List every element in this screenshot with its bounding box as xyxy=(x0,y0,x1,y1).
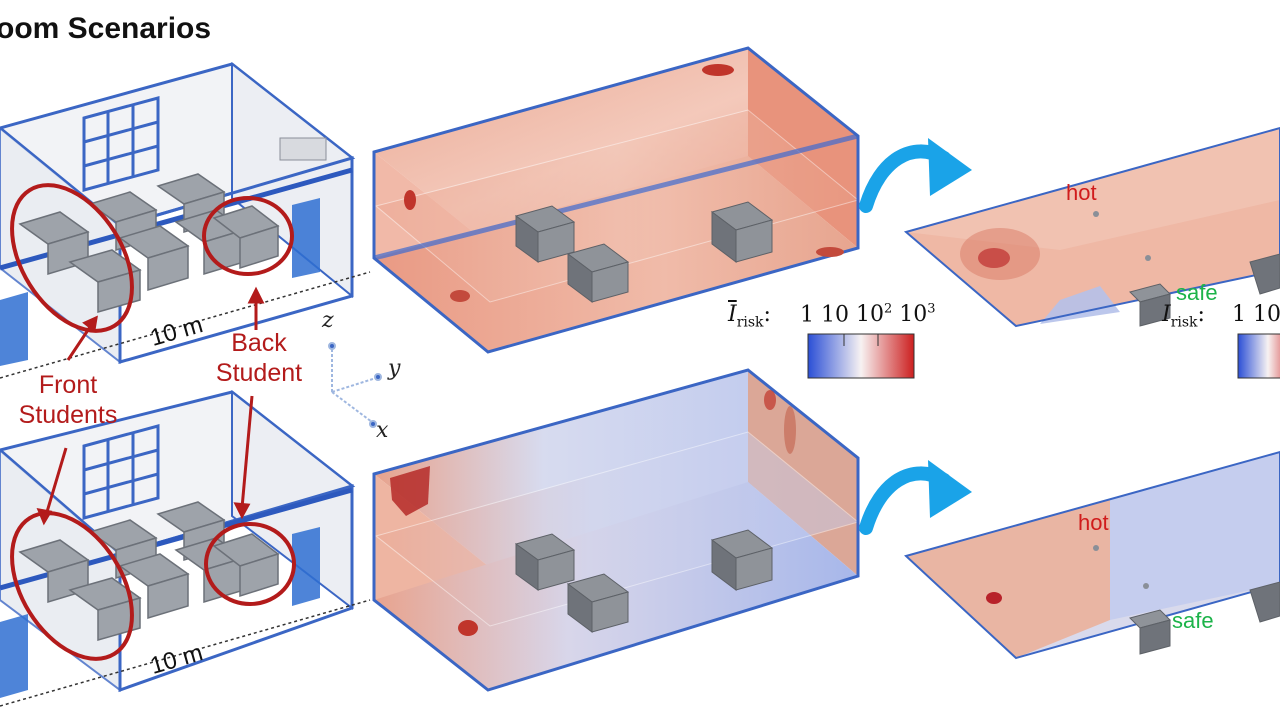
colorbar-right xyxy=(1237,333,1280,379)
colorbar-middle xyxy=(807,333,915,379)
cfd-room-bottom xyxy=(372,368,860,692)
annotation-arrows xyxy=(36,286,265,526)
legend-middle-symbol-letter: I xyxy=(728,302,737,327)
classroom-top-schematic xyxy=(0,61,371,379)
front-students-text: Front Students xyxy=(18,371,118,429)
legend-tick-1: 1 xyxy=(800,302,814,328)
axis-x-label: x xyxy=(376,418,389,443)
axis-z-label: z xyxy=(322,308,334,333)
axis-y-label: y xyxy=(388,356,401,381)
legend-tick-1000: 103 xyxy=(899,302,936,328)
front-students-label: Front Students xyxy=(14,370,122,430)
legend-middle-symbol: Irisk: xyxy=(728,302,771,331)
legend-right-symbol: Irisk: xyxy=(1162,302,1205,331)
desk-group-bottom xyxy=(18,501,280,641)
safe-label-bottom: safe xyxy=(1172,608,1214,633)
front-students-circle-top xyxy=(10,183,134,333)
hot-label-top: hot xyxy=(1066,180,1097,205)
legend-right-symbol-letter: I xyxy=(1162,302,1171,327)
cfd-desks-top xyxy=(514,201,774,303)
slice-plane-bottom xyxy=(904,450,1280,660)
curved-arrow-top xyxy=(859,138,972,213)
window-bottom xyxy=(82,424,160,520)
page-title: oom Scenarios xyxy=(0,12,212,45)
legend-right-ticks: 1 10 xyxy=(1232,302,1280,327)
window-top xyxy=(82,96,160,192)
legend-tick-10: 10 xyxy=(821,302,849,328)
slice-plane-top xyxy=(903,126,1280,328)
back-student-text: Back Student xyxy=(215,329,303,387)
back-student-circle-top xyxy=(202,196,294,276)
safe-label-top: safe xyxy=(1176,280,1218,305)
legend-right-subscript: risk xyxy=(1170,314,1198,331)
front-students-circle-bottom xyxy=(10,511,134,661)
back-student-circle-bottom xyxy=(204,522,296,606)
legend-middle-subscript: risk xyxy=(736,314,764,331)
classroom-bottom-schematic xyxy=(0,389,371,707)
cfd-room-top xyxy=(372,46,860,354)
legend-tick-100: 102 xyxy=(856,302,893,328)
legend-middle-ticks: 1 10 102 103 xyxy=(800,302,936,327)
cfd-desks-bottom xyxy=(514,529,774,633)
back-student-label: Back Student xyxy=(206,328,312,388)
hot-label-bottom: hot xyxy=(1078,510,1109,535)
axis-triad xyxy=(328,342,382,428)
legend-right-tick-10: 10 xyxy=(1253,302,1280,327)
curved-arrow-bottom xyxy=(859,460,972,535)
legend-right-tick-1: 1 xyxy=(1232,302,1246,327)
